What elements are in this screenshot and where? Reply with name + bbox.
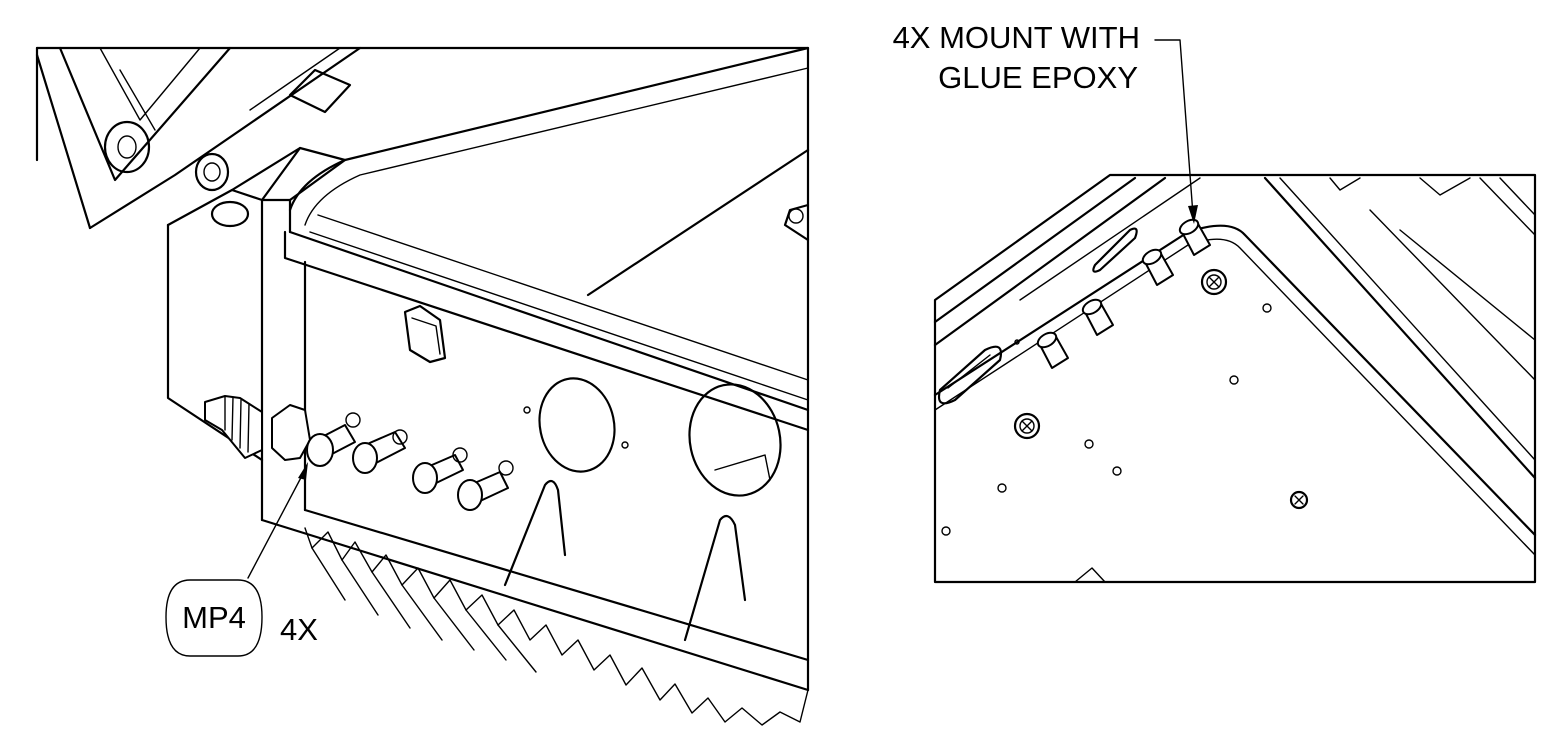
- mounting-pin-1: [306, 412, 361, 467]
- epoxy-mounts: [1036, 218, 1211, 369]
- cable-gland: [204, 395, 311, 461]
- screw-right: [1289, 490, 1309, 510]
- epoxy-mount-3: [1141, 248, 1174, 286]
- enclosure-body: [166, 46, 810, 692]
- support-ribs: [503, 479, 747, 642]
- right-detail-view: 4X MOUNT WITH GLUE EPOXY: [893, 20, 1537, 584]
- hinge-bracket: [35, 46, 362, 230]
- epoxy-mount-4: [1178, 218, 1211, 256]
- small-holes: [941, 303, 1272, 536]
- screw-upper: [1200, 268, 1228, 296]
- note-line-1: 4X MOUNT WITH: [893, 20, 1140, 55]
- note-line-2: GLUE EPOXY: [938, 60, 1138, 95]
- mp4-balloon: [165, 579, 263, 657]
- wall-features: [403, 304, 782, 497]
- mp4-quantity-label: 4X: [280, 612, 318, 647]
- mounting-pin-4: [457, 460, 514, 511]
- mp4-leader-arrow: [298, 462, 308, 480]
- note-leader-arrow: [1188, 205, 1198, 224]
- mp4-leader-line: [247, 469, 306, 579]
- screw-lower: [1013, 412, 1041, 440]
- epoxy-mount-1: [1036, 331, 1069, 369]
- mounting-pin-3: [412, 447, 468, 494]
- heat-sink-fins: [304, 527, 809, 726]
- left-enclosure-view: MP4 4X: [35, 46, 810, 726]
- mp4-balloon-label: MP4: [182, 600, 246, 635]
- epoxy-mount-2: [1081, 298, 1114, 336]
- note-leader-line: [1154, 39, 1194, 216]
- screws: [1013, 268, 1309, 510]
- mounting-pins: [306, 412, 514, 511]
- mounting-pin-2: [352, 429, 408, 474]
